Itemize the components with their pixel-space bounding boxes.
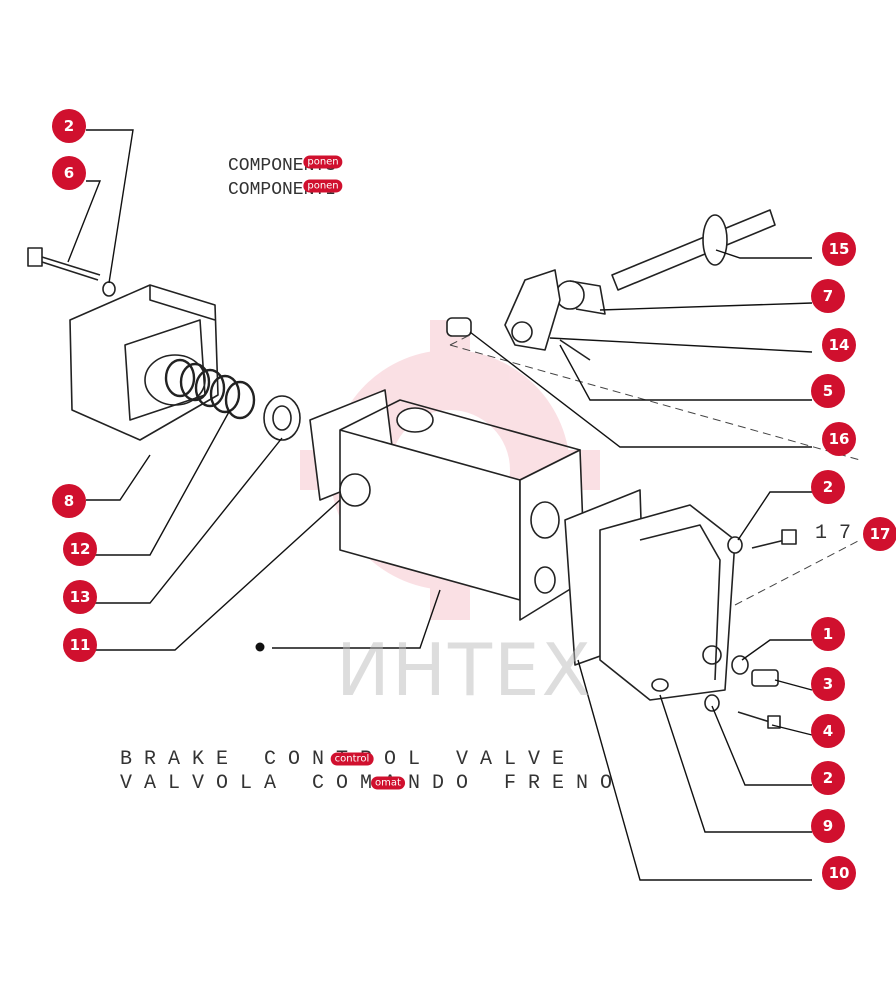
callout-2-bottom[interactable]: 2 xyxy=(811,761,845,795)
bolt-part xyxy=(27,247,116,297)
title-brake-it: VALVOLA COMANDO FRENO xyxy=(120,772,625,795)
pin-5-part xyxy=(559,339,591,361)
callout-4[interactable]: 4 xyxy=(811,714,845,748)
washer-2-lower-part xyxy=(704,694,720,712)
callout-2-top[interactable]: 2 xyxy=(52,109,86,143)
watermark-text: ИНТЕХ xyxy=(336,628,593,712)
callout-13[interactable]: 13 xyxy=(63,580,97,614)
callout-5[interactable]: 5 xyxy=(811,374,845,408)
spring-part xyxy=(164,358,256,420)
ribbon-components-2: ponen xyxy=(303,179,343,193)
callout-10[interactable]: 10 xyxy=(822,856,856,890)
callout-17[interactable]: 17 xyxy=(863,517,896,551)
reference-dot xyxy=(255,642,265,652)
washer-1-part xyxy=(731,655,749,675)
leader-lines xyxy=(67,129,813,881)
callout-9[interactable]: 9 xyxy=(811,809,845,843)
callout-6[interactable]: 6 xyxy=(52,156,86,190)
shaft-15-part xyxy=(611,209,776,291)
lever-14-part xyxy=(504,269,561,351)
callout-11[interactable]: 11 xyxy=(63,628,97,662)
plug-3-part xyxy=(751,669,779,687)
callout-8[interactable]: 8 xyxy=(52,484,86,518)
callout-7[interactable]: 7 xyxy=(811,279,845,313)
callout-16[interactable]: 16 xyxy=(822,422,856,456)
screw-4-part xyxy=(737,711,781,729)
ribbon-components-1: ponen xyxy=(303,155,343,169)
title-brake-en: BRAKE CONTROL VALVE xyxy=(120,748,577,771)
bushing-7-part xyxy=(555,280,606,315)
callout-12[interactable]: 12 xyxy=(63,532,97,566)
ribbon-comando: omat xyxy=(371,776,405,790)
callout-14[interactable]: 14 xyxy=(822,328,856,362)
right-cover-part xyxy=(599,504,736,701)
callout-1[interactable]: 1 xyxy=(811,617,845,651)
washer-part xyxy=(263,395,301,441)
ribbon-control: control xyxy=(330,752,374,766)
pin-16-part xyxy=(446,317,472,337)
ref-17-label: 1 7 xyxy=(815,522,852,545)
callout-15[interactable]: 15 xyxy=(822,232,856,266)
callout-2-right[interactable]: 2 xyxy=(811,470,845,504)
left-cover-part xyxy=(69,284,219,441)
screw-17-part xyxy=(727,529,797,554)
callout-3[interactable]: 3 xyxy=(811,667,845,701)
